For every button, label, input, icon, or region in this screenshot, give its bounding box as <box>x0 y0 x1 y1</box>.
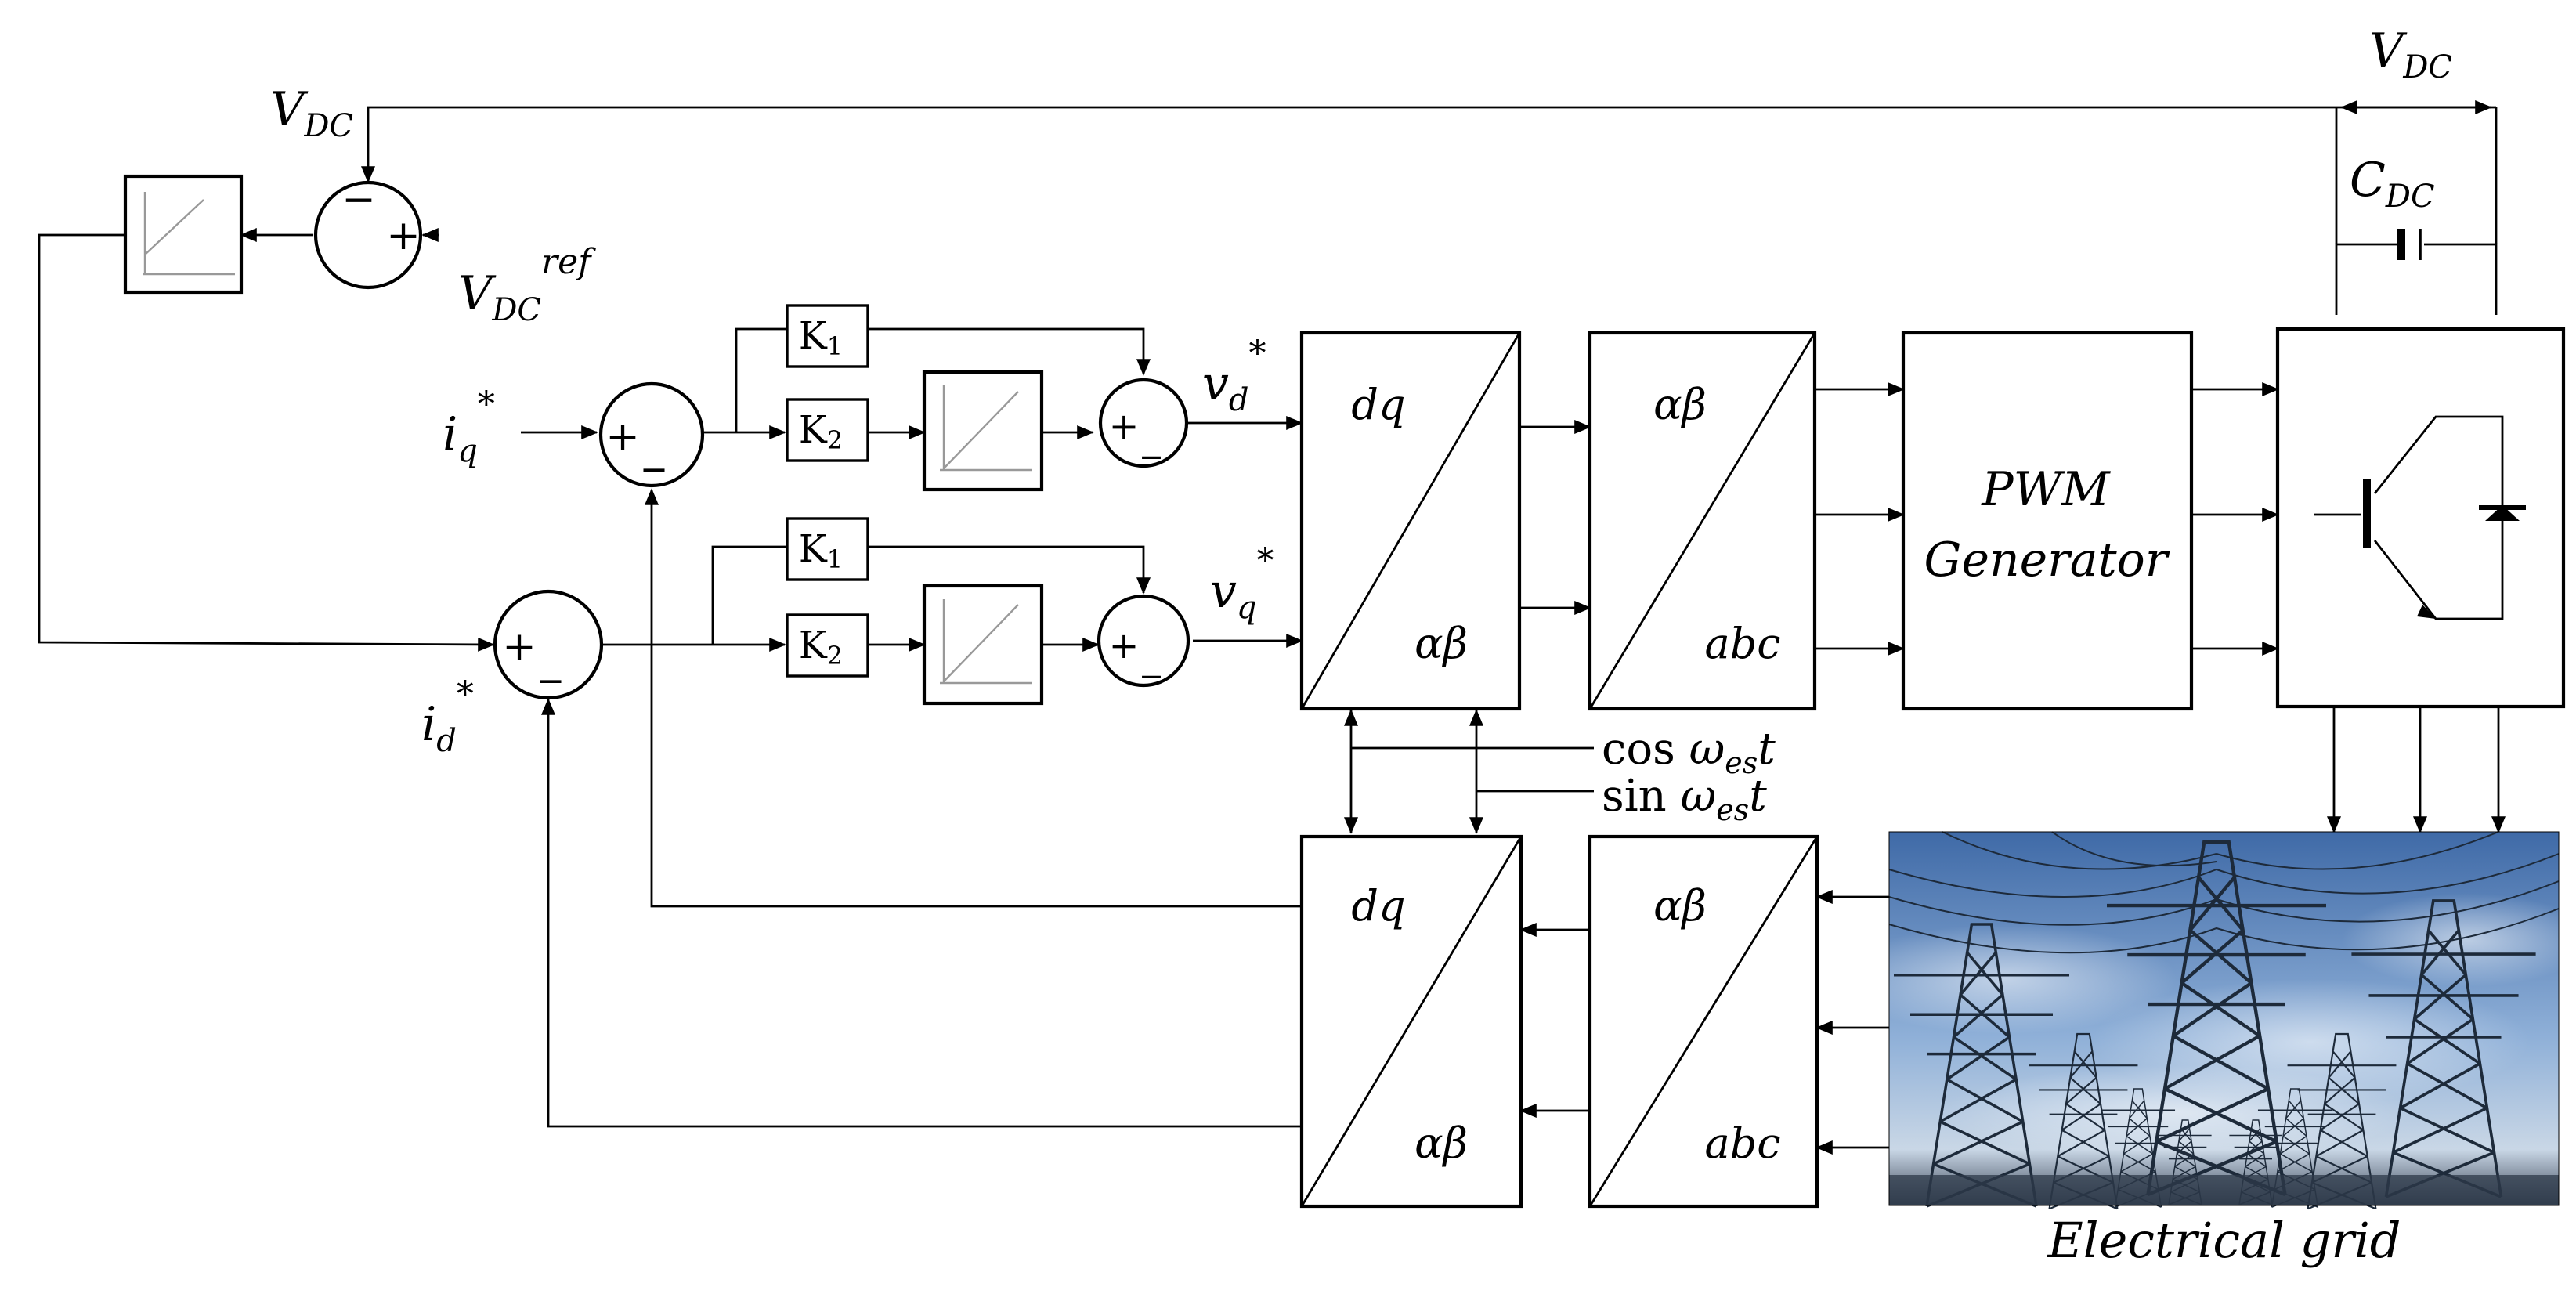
dq-label: dq <box>1351 380 1405 429</box>
generator-label: Generator <box>1924 533 2170 587</box>
sum-junction-id: + _ <box>493 589 604 700</box>
minus-sign: _ <box>1142 417 1162 459</box>
plus-sign: + <box>1109 624 1140 667</box>
alphabeta-label: αβ <box>1414 1119 1468 1168</box>
abc-label: abc <box>1704 1119 1780 1168</box>
plus-sign: + <box>1109 405 1140 447</box>
gain-block-k2-upper: K2 <box>786 398 869 462</box>
gain-block-k2-lower: K2 <box>786 613 869 678</box>
vq-reference-label: vq* <box>1210 541 1274 626</box>
vdc-feedback-label: VDC <box>270 82 353 144</box>
cos-omega-t-label: cos ωest <box>1602 724 1776 780</box>
sum-junction-vdc: − + <box>313 176 423 290</box>
dc-capacitor <box>2397 229 2422 260</box>
integrator-block-upper <box>922 370 1044 492</box>
dq-to-alphabeta-transform-lower: dq αβ <box>1299 834 1523 1209</box>
wires <box>38 100 2506 1155</box>
vdc-reference-label: VDCref <box>458 242 596 328</box>
sin-omega-t-label: sin ωest <box>1602 771 1767 827</box>
svg-text:K1: K1 <box>799 314 843 361</box>
dq-to-alphabeta-transform-upper: dq αβ <box>1299 331 1522 711</box>
svg-text:K2: K2 <box>799 408 843 455</box>
signal-labels: VDC VDCref iq* id* vd* vq* VDC CDC cos ω… <box>270 23 2452 1269</box>
pwm-generator-block: PWM Generator <box>1901 331 2194 711</box>
gain-block-k1-lower: K1 <box>786 517 869 581</box>
sum-junction-iq: + _ <box>598 381 705 488</box>
sum-junction-vd: + _ <box>1098 378 1189 468</box>
cdc-label: CDC <box>2350 153 2435 215</box>
vd-reference-label: vd* <box>1202 334 1266 418</box>
abc-label: abc <box>1704 619 1780 668</box>
alphabeta-to-abc-transform-upper: αβ abc <box>1588 331 1817 711</box>
electrical-grid-caption: Electrical grid <box>2047 1212 2401 1269</box>
gain-block-k1-upper: K1 <box>786 304 869 368</box>
alphabeta-label: αβ <box>1653 881 1707 931</box>
id-reference-label: id* <box>421 674 474 759</box>
minus-sign: _ <box>540 637 562 684</box>
alphabeta-label: αβ <box>1414 619 1468 668</box>
plus-sign: + <box>502 624 537 670</box>
alphabeta-label: αβ <box>1653 380 1707 429</box>
inverter-block <box>2275 327 2566 709</box>
minus-sign: − <box>341 176 376 223</box>
svg-text:K2: K2 <box>799 624 843 670</box>
tower-icon <box>2351 899 2536 1198</box>
dq-label: dq <box>1351 881 1405 931</box>
minus-sign: _ <box>1142 636 1162 678</box>
svg-text:K1: K1 <box>799 527 843 574</box>
vdc-link-label: VDC <box>2369 23 2452 85</box>
alphabeta-to-abc-transform-lower: αβ abc <box>1588 834 1819 1209</box>
pwm-label: PWM <box>1981 462 2111 517</box>
dc-voltage-pi-controller <box>123 174 244 295</box>
integrator-block-lower <box>922 584 1044 706</box>
minus-sign: _ <box>643 425 665 472</box>
electrical-grid-image <box>1833 831 2576 1210</box>
plus-sign: + <box>386 212 421 259</box>
plus-sign: + <box>605 414 640 461</box>
tower-icon <box>2107 840 2326 1197</box>
iq-reference-label: iq* <box>443 385 495 469</box>
sum-junction-vq: + _ <box>1097 594 1190 688</box>
